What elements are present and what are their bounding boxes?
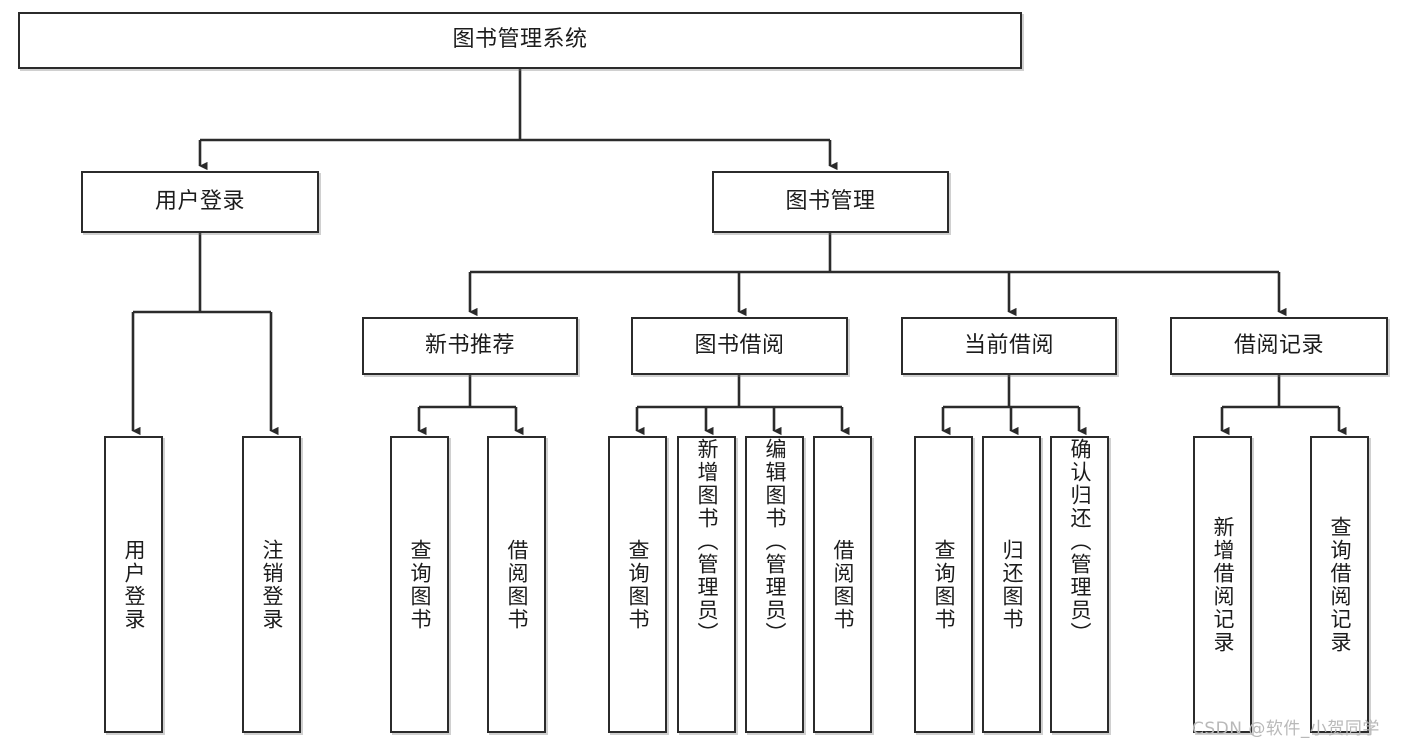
node-user-login[interactable]: 用户登录 bbox=[81, 171, 319, 233]
node-leaf-add-record[interactable]: 新增借阅记录 bbox=[1193, 436, 1252, 733]
node-leaf-logout[interactable]: 注销登录 bbox=[242, 436, 301, 733]
node-leaf-confirm-return-label: 确认归还（管理员） bbox=[1068, 438, 1092, 645]
node-leaf-query-book-2-label: 查询图书 bbox=[626, 538, 650, 631]
node-leaf-query-record[interactable]: 查询借阅记录 bbox=[1310, 436, 1369, 733]
node-leaf-query-book-1[interactable]: 查询图书 bbox=[390, 436, 449, 733]
node-borrow-record-label: 借阅记录 bbox=[1233, 332, 1324, 358]
node-root-label: 图书管理系统 bbox=[452, 27, 588, 53]
node-leaf-borrow-book-2[interactable]: 借阅图书 bbox=[813, 436, 872, 733]
node-book-borrow[interactable]: 图书借阅 bbox=[631, 317, 848, 375]
node-new-book-rec[interactable]: 新书推荐 bbox=[362, 317, 578, 375]
node-leaf-query-book-1-label: 查询图书 bbox=[408, 538, 432, 631]
node-current-borrow[interactable]: 当前借阅 bbox=[901, 317, 1117, 375]
node-book-manage[interactable]: 图书管理 bbox=[712, 171, 949, 233]
node-leaf-borrow-book-1-label: 借阅图书 bbox=[505, 538, 529, 631]
node-user-login-label: 用户登录 bbox=[154, 188, 245, 214]
node-leaf-borrow-book-2-label: 借阅图书 bbox=[831, 538, 855, 631]
node-leaf-return-book[interactable]: 归还图书 bbox=[982, 436, 1041, 733]
node-leaf-edit-book[interactable]: 编辑图书（管理员） bbox=[745, 436, 804, 733]
node-borrow-record[interactable]: 借阅记录 bbox=[1170, 317, 1388, 375]
node-leaf-query-book-3[interactable]: 查询图书 bbox=[914, 436, 973, 733]
node-leaf-add-book-label: 新增图书（管理员） bbox=[695, 438, 719, 645]
node-book-manage-label: 图书管理 bbox=[785, 188, 876, 214]
node-leaf-user-login-label: 用户登录 bbox=[122, 538, 146, 631]
node-leaf-return-book-label: 归还图书 bbox=[1000, 538, 1024, 631]
node-leaf-add-book[interactable]: 新增图书（管理员） bbox=[677, 436, 736, 733]
node-root[interactable]: 图书管理系统 bbox=[18, 12, 1022, 69]
node-leaf-add-record-label: 新增借阅记录 bbox=[1211, 515, 1235, 654]
node-leaf-logout-label: 注销登录 bbox=[260, 538, 284, 631]
node-new-book-rec-label: 新书推荐 bbox=[424, 332, 515, 358]
node-book-borrow-label: 图书借阅 bbox=[694, 332, 785, 358]
node-leaf-borrow-book-1[interactable]: 借阅图书 bbox=[487, 436, 546, 733]
node-leaf-query-record-label: 查询借阅记录 bbox=[1328, 515, 1352, 654]
node-leaf-query-book-2[interactable]: 查询图书 bbox=[608, 436, 667, 733]
node-current-borrow-label: 当前借阅 bbox=[963, 332, 1054, 358]
node-leaf-confirm-return[interactable]: 确认归还（管理员） bbox=[1050, 436, 1109, 733]
node-leaf-query-book-3-label: 查询图书 bbox=[932, 538, 956, 631]
node-leaf-edit-book-label: 编辑图书（管理员） bbox=[763, 438, 787, 645]
node-leaf-user-login[interactable]: 用户登录 bbox=[104, 436, 163, 733]
